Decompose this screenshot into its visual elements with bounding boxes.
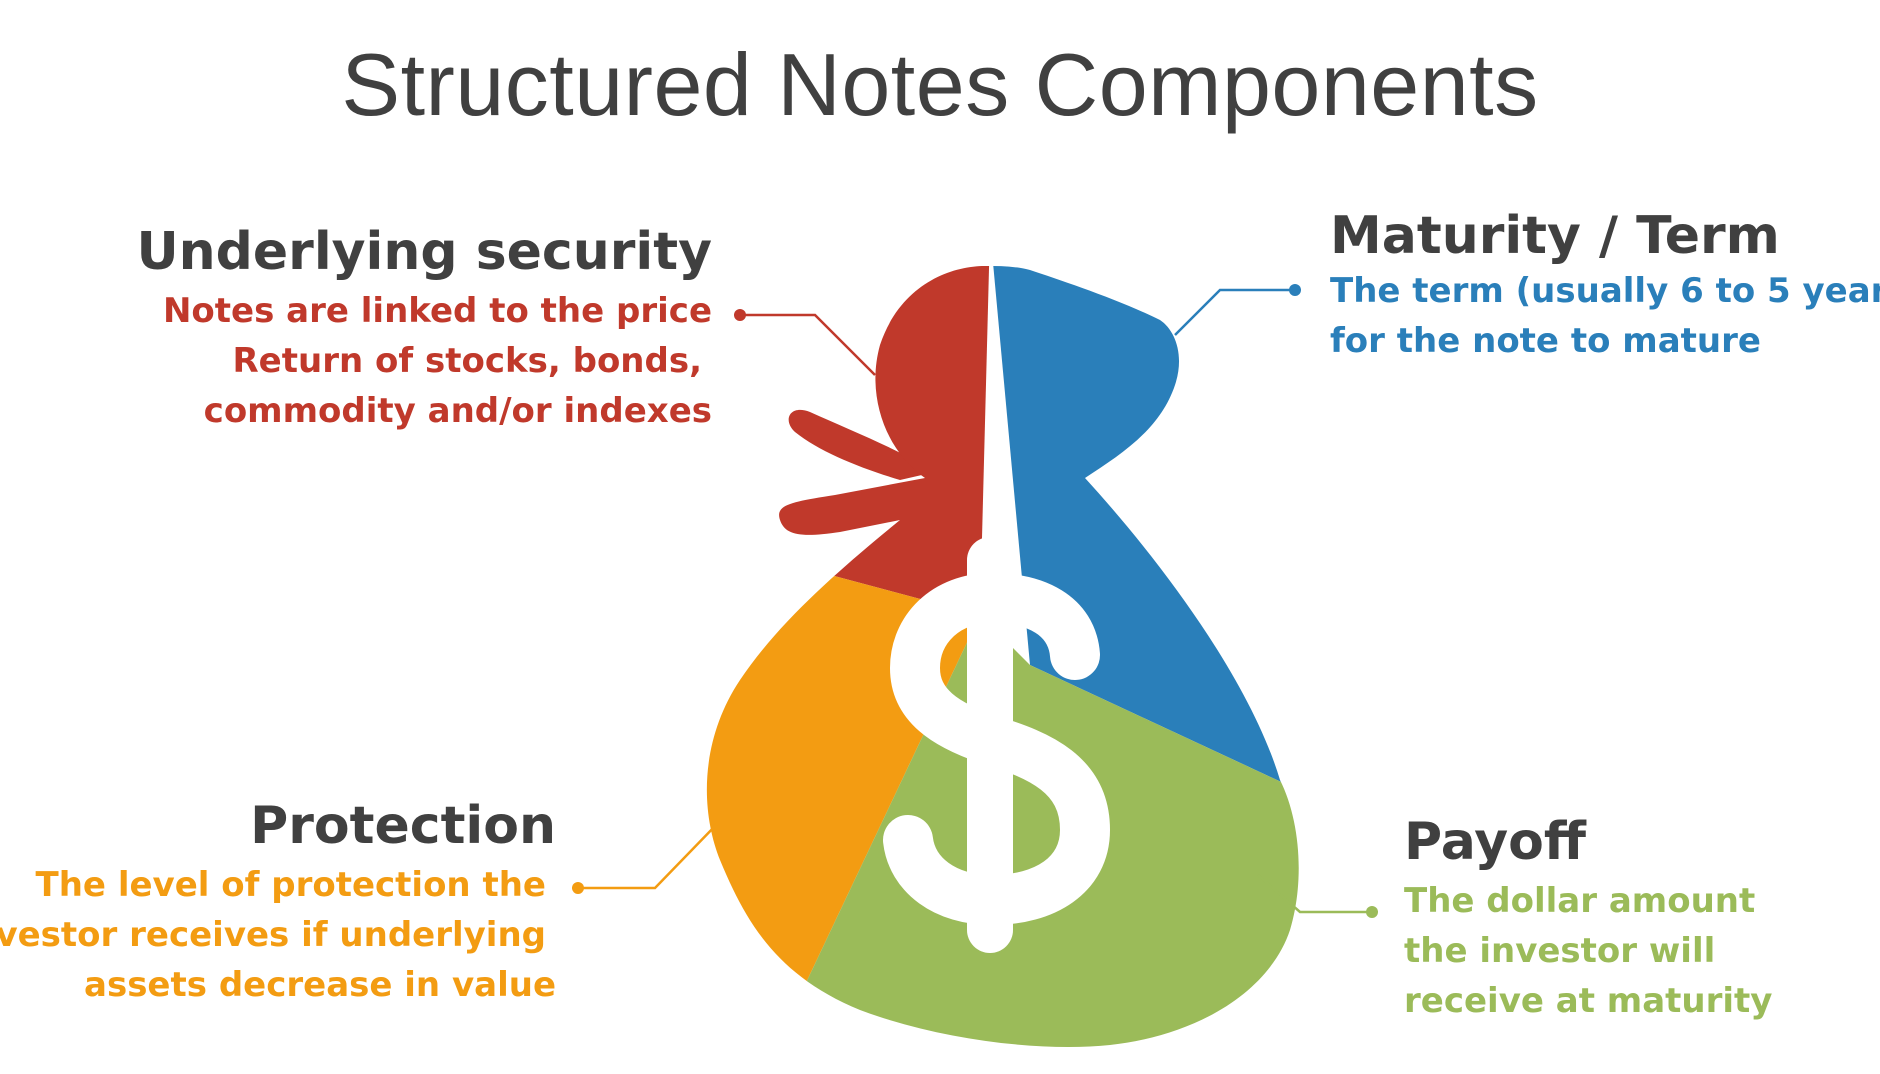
protection-line: assets decrease in value [84, 965, 556, 1005]
connector-payoff [1257, 874, 1378, 918]
dollar-sign-icon [883, 537, 1111, 953]
protection-heading: Protection [250, 796, 556, 856]
underlying-security-block: Underlying security Notes are linked to … [136, 222, 712, 436]
maturity-term-line: for the note to mature [1330, 321, 1761, 361]
maturity-term-heading: Maturity / Term [1330, 206, 1780, 266]
protection-line: investor receives if underlying [0, 915, 546, 955]
underlying-security-line: commodity and/or indexes [203, 391, 712, 431]
underlying-security-line: Return of stocks, bonds, [232, 341, 703, 381]
underlying-security-heading: Underlying security [136, 222, 712, 282]
maturity-term-block: Maturity / Term The term (usually 6 to 5… [1330, 206, 1880, 366]
segment-payoff [760, 615, 1299, 1047]
connector-protection [572, 822, 719, 894]
protection-line: The level of protection the [35, 865, 546, 905]
connector-underlying [734, 309, 876, 376]
payoff-line: receive at maturity [1404, 981, 1773, 1021]
bag-tie-ribbon [788, 409, 935, 480]
maturity-term-line: The term (usually 6 to 5 years) [1330, 271, 1880, 311]
payoff-heading: Payoff [1404, 812, 1586, 872]
payoff-line: the investor will [1404, 931, 1716, 971]
segment-underlying [706, 266, 990, 615]
payoff-block: Payoff The dollar amount the investor wi… [1404, 812, 1772, 1026]
page-title: Structured Notes Components [341, 35, 1539, 134]
payoff-line: The dollar amount [1404, 881, 1756, 921]
connector-maturity [1174, 284, 1301, 336]
underlying-security-line: Notes are linked to the price [162, 291, 712, 331]
protection-block: Protection The level of protection the i… [0, 796, 556, 1010]
